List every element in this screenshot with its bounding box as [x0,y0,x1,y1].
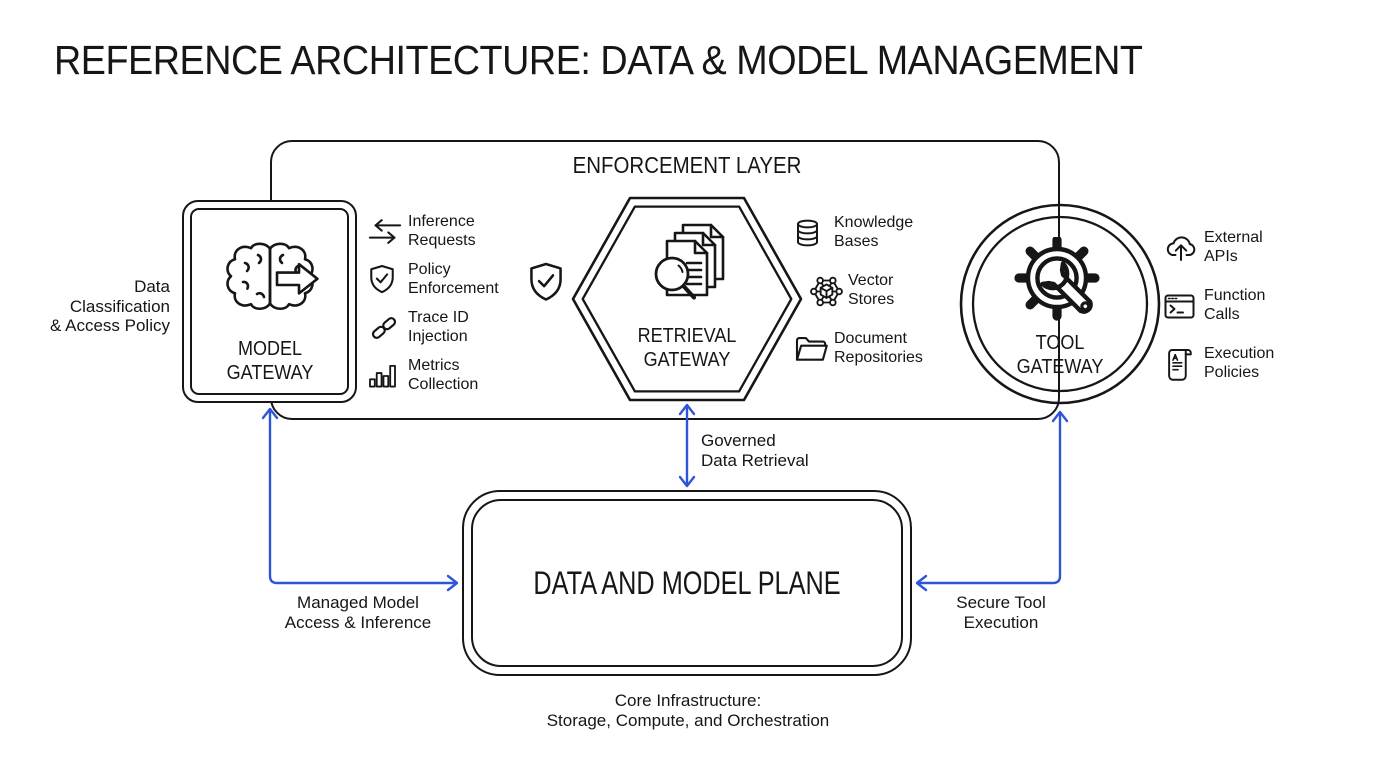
feature-label: Knowledge Bases [834,214,914,250]
managed-model-arrow [268,409,457,585]
label-line: Secure Tool [956,593,1046,612]
label-line: Execution [963,613,1039,633]
cloud-upload-icon [1164,233,1204,264]
data-model-plane-box [462,490,912,676]
label-line: Governed [701,431,776,450]
data-classification-note: Data Classification & Access Policy [40,277,170,336]
feature-label: Execution Policies [1204,345,1275,381]
feature-execution-policies: Execution Policies [1164,344,1294,384]
note-line: Classification [69,296,170,316]
secure-tool-execution-label: Secure Tool Execution [941,593,1061,634]
secure-tool-arrow [917,412,1062,585]
managed-model-access-label: Managed Model Access & Inference [283,593,433,634]
tool-gateway-label: TOOL GATEWAY [1016,332,1104,378]
label-line: Data Retrieval [701,451,809,471]
feature-document-repositories: Document Repositories [794,330,938,368]
feature-external-apis: External APIs [1164,228,1294,268]
feature-metrics-collection: Metrics Collection [368,356,498,395]
caption-line: Core Infrastructure: [614,691,762,710]
folder-icon [794,335,834,364]
data-model-plane-inner-frame [471,499,903,667]
feature-policy-enforcement: Policy Enforcement [368,260,499,299]
vector-cube-icon [808,273,848,310]
feature-knowledge-bases: Knowledge Bases [794,214,938,252]
note-line: Data [134,277,170,296]
page-title: REFERENCE ARCHITECTURE: DATA & MODEL MAN… [54,37,1143,83]
model-gateway-inner-frame [190,208,349,395]
core-infrastructure-caption: Core Infrastructure: Storage, Compute, a… [528,691,848,731]
feature-label: Vector Stores [848,272,895,308]
feature-function-calls: Function Calls [1164,286,1294,326]
tool-gateway-circle [959,203,1161,405]
arrows-swap-icon [368,219,408,244]
scroll-icon [1164,348,1204,381]
feature-label: Trace ID Injection [408,308,469,345]
enforcement-layer-label: ENFORCEMENT LAYER [572,152,802,178]
feature-label: External APIs [1204,229,1263,265]
bar-chart-icon [368,363,408,388]
model-gateway-features: Inference Requests Policy Enforcement Tr… [368,212,499,404]
feature-label: Policy Enforcement [408,260,499,297]
brain-output-icon [226,242,319,311]
retrieval-gateway-label: RETRIEVAL GATEWAY [637,325,737,371]
tool-gateway-features: External APIs Function Calls [1164,228,1294,402]
policy-shield-check-icon [530,262,562,301]
model-gateway-label: MODEL GATEWAY [226,338,314,384]
governed-data-retrieval-label: Governed Data Retrieval [701,431,809,472]
chain-link-icon [368,313,408,343]
shield-check-icon [368,264,408,296]
feature-vector-stores: Vector Stores [808,272,938,310]
document-search-icon [654,223,725,300]
data-model-plane-label: DATA AND MODEL PLANE [533,565,841,601]
feature-label: Document Repositories [834,330,923,366]
label-line: Access & Inference [284,613,432,633]
label-line: Managed Model [297,593,419,612]
retrieval-gateway-features: Knowledge Bases Vector Stores [794,214,938,388]
feature-inference-requests: Inference Requests [368,212,498,251]
feature-label: Inference Requests [408,212,476,249]
feature-trace-id-injection: Trace ID Injection [368,308,498,347]
retrieval-gateway-hexagon [571,196,803,402]
note-line: & Access Policy [50,316,170,336]
feature-label: Function Calls [1204,287,1266,323]
terminal-icon [1164,293,1204,320]
caption-line: Storage, Compute, and Orchestration [546,711,830,731]
feature-label: Metrics Collection [408,356,479,393]
gear-wrench-icon [1014,237,1100,321]
database-icon [794,218,834,249]
